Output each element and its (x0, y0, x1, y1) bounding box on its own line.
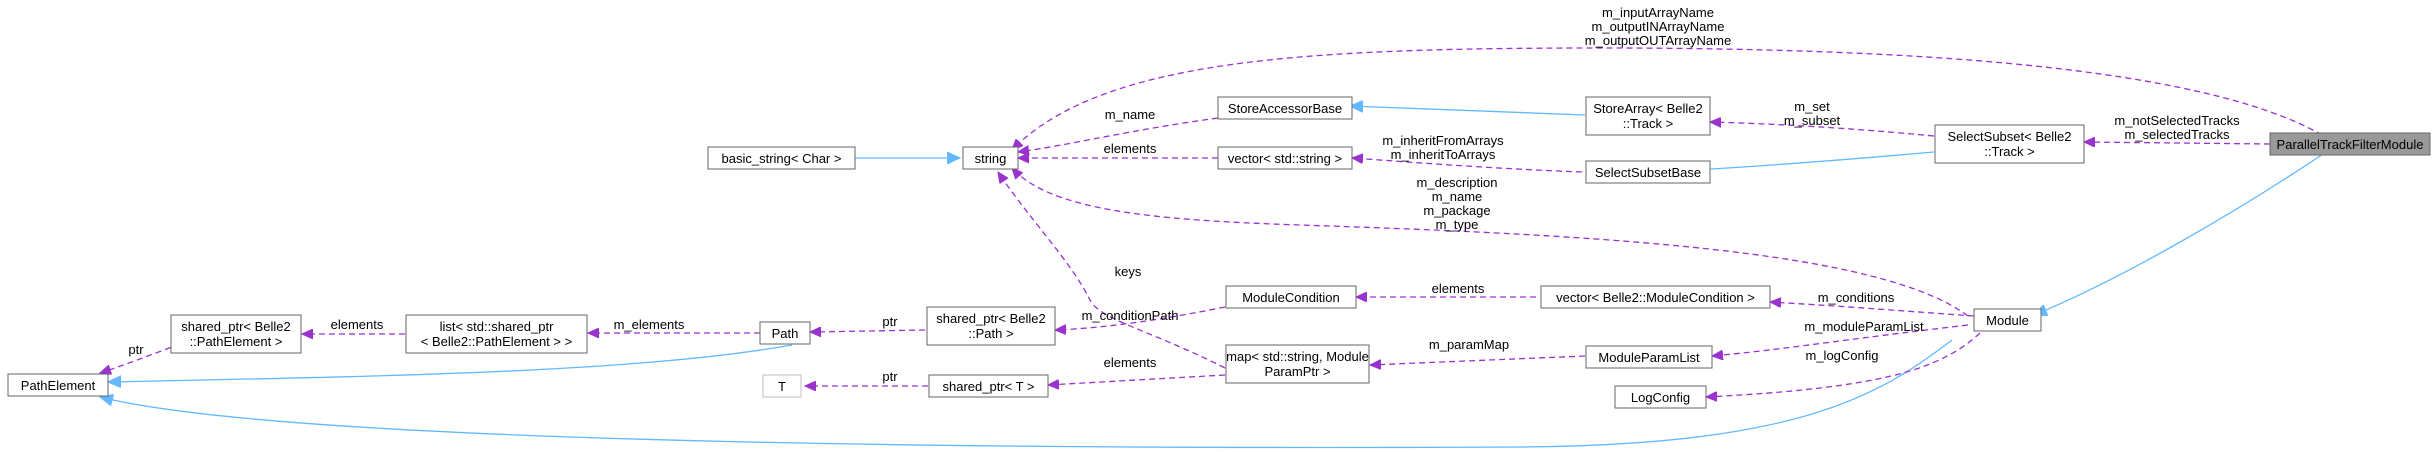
node-log-config[interactable]: LogConfig (1614, 385, 1707, 409)
node-module-condition[interactable]: ModuleCondition (1225, 285, 1357, 309)
label-ptr-path: ptr (882, 314, 898, 329)
node-parallel-track-filter-module[interactable]: ParallelTrackFilterModule (2269, 132, 2431, 156)
svg-text:Path: Path (772, 326, 799, 341)
node-store-accessor-base[interactable]: StoreAccessorBase (1217, 96, 1353, 120)
svg-text:list< std::shared_ptr: list< std::shared_ptr (440, 319, 554, 334)
edge-param-map (1370, 355, 1586, 365)
edge-ptr-path (810, 330, 926, 332)
label-module-param-list: m_moduleParamList (1804, 319, 1924, 334)
node-vector-string[interactable]: vector< std::string > (1217, 146, 1353, 170)
edge-m-name (1018, 117, 1219, 152)
node-select-subset-base[interactable]: SelectSubsetBase (1585, 160, 1711, 184)
node-list-shared-ptr[interactable]: list< std::shared_ptr < Belle2::PathElem… (405, 314, 588, 354)
node-string[interactable]: string (962, 146, 1019, 170)
node-shared-ptr-path-element[interactable]: shared_ptr< Belle2 ::PathElement > (170, 314, 302, 354)
svg-text:Module: Module (1986, 313, 2029, 328)
node-shared-ptr-path[interactable]: shared_ptr< Belle2 ::Path > (926, 306, 1056, 346)
edge-module-strings (1012, 168, 1969, 317)
svg-text:vector< std::string >: vector< std::string > (1228, 151, 1342, 166)
svg-text:ModuleParamList: ModuleParamList (1598, 350, 1700, 365)
label-param-map: m_paramMap (1429, 337, 1509, 352)
node-store-array-track[interactable]: StoreArray< Belle2 ::Track > (1585, 96, 1711, 136)
svg-text:PathElement: PathElement (21, 378, 96, 393)
svg-text:::Track >: ::Track > (1984, 144, 2034, 159)
node-module[interactable]: Module (1973, 308, 2042, 332)
node-path-element[interactable]: PathElement (7, 373, 109, 397)
label-elements-vector: elements (1104, 141, 1157, 156)
edge-module-to-path-element (100, 339, 1953, 449)
edge-selected-tracks (2084, 142, 2271, 144)
label-m-name: m_name (1105, 107, 1156, 122)
edge-ptr-element (100, 343, 181, 373)
label-set-subset-1: m_set (1794, 99, 1830, 114)
edges (100, 47, 2327, 449)
svg-text:shared_ptr< Belle2: shared_ptr< Belle2 (181, 319, 291, 334)
node-basic-string[interactable]: basic_string< Char > (707, 146, 856, 170)
svg-text:< Belle2::PathElement > >: < Belle2::PathElement > > (421, 334, 572, 349)
node-shared-ptr-t[interactable]: shared_ptr< T > (928, 374, 1049, 398)
edge-module-to-parallel-track-filter-module (2034, 151, 2327, 315)
svg-text:StoreAccessorBase: StoreAccessorBase (1228, 101, 1342, 116)
edge-module-param-list (1712, 324, 1969, 356)
label-input-array-names-3: m_outputOUTArrayName (1585, 33, 1731, 48)
svg-text:shared_ptr< T >: shared_ptr< T > (942, 379, 1034, 394)
svg-text:map< std::string, Module: map< std::string, Module (1226, 349, 1369, 364)
edge-keys (998, 172, 1226, 369)
edge-condition-path (1055, 306, 1226, 330)
label-module-strings-2: m_name (1432, 189, 1483, 204)
edge-set-subset (1710, 122, 1935, 137)
svg-text:::PathElement >: ::PathElement > (190, 334, 283, 349)
svg-text:shared_ptr< Belle2: shared_ptr< Belle2 (936, 311, 1046, 326)
label-set-subset-2: m_subset (1784, 113, 1841, 128)
edge-path-to-path-element (108, 344, 793, 382)
label-inherit-arrays-1: m_inheritFromArrays (1382, 133, 1504, 148)
label-elements-conditions: elements (1432, 281, 1485, 296)
label-selected-tracks-1: m_notSelectedTracks (2114, 113, 2240, 128)
node-vector-module-condition[interactable]: vector< Belle2::ModuleCondition > (1540, 285, 1771, 309)
label-inherit-arrays-2: m_inheritToArrays (1391, 147, 1496, 162)
label-elements-map: elements (1104, 355, 1157, 370)
label-condition-path: m_conditionPath (1082, 308, 1179, 323)
svg-text:StoreArray< Belle2: StoreArray< Belle2 (1593, 101, 1702, 116)
edge-inherit-arrays (1352, 158, 1583, 173)
label-selected-tracks-2: m_selectedTracks (2125, 127, 2230, 142)
svg-text:::Path >: ::Path > (968, 326, 1013, 341)
label-ptr-element: ptr (128, 342, 144, 357)
svg-text:vector< Belle2::ModuleConditio: vector< Belle2::ModuleCondition > (1556, 290, 1755, 305)
label-keys: keys (1115, 264, 1142, 279)
svg-text:ParamPtr >: ParamPtr > (1264, 364, 1330, 379)
node-module-param-list[interactable]: ModuleParamList (1585, 345, 1713, 369)
node-path[interactable]: Path (759, 321, 811, 345)
edge-labels: m_inputArrayName m_outputINArrayName m_o… (128, 5, 2240, 384)
label-input-array-names-2: m_outputINArrayName (1592, 19, 1725, 34)
label-module-strings-4: m_type (1436, 217, 1479, 232)
node-map-string-param[interactable]: map< std::string, Module ParamPtr > (1225, 344, 1370, 384)
svg-text:ModuleCondition: ModuleCondition (1242, 290, 1340, 305)
label-module-strings-1: m_description (1417, 175, 1498, 190)
svg-text:string: string (975, 151, 1007, 166)
svg-text:T: T (778, 379, 786, 394)
label-input-array-names-1: m_inputArrayName (1602, 5, 1714, 20)
label-m-elements: m_elements (614, 317, 685, 332)
svg-text:::Track >: ::Track > (1623, 116, 1673, 131)
edge-store-array-to-store-accessor-base (1350, 106, 1586, 116)
svg-text:LogConfig: LogConfig (1631, 390, 1690, 405)
label-m-conditions: m_conditions (1818, 290, 1895, 305)
svg-text:basic_string< Char >: basic_string< Char > (722, 151, 842, 166)
label-log-config: m_logConfig (1806, 348, 1879, 363)
node-select-subset-track[interactable]: SelectSubset< Belle2 ::Track > (1934, 124, 2085, 164)
svg-text:ParallelTrackFilterModule: ParallelTrackFilterModule (2277, 137, 2424, 152)
edge-input-array-names (1012, 47, 2323, 150)
edge-elements-map (1048, 374, 1226, 385)
node-t[interactable]: T (762, 374, 802, 398)
label-module-strings-3: m_package (1423, 203, 1490, 218)
label-elements-list: elements (331, 317, 384, 332)
edge-log-config (1706, 332, 1981, 397)
label-ptr-t: ptr (882, 369, 898, 384)
svg-text:SelectSubset< Belle2: SelectSubset< Belle2 (1948, 129, 2072, 144)
nodes: ParallelTrackFilterModule SelectSubset< … (7, 96, 2431, 409)
svg-text:SelectSubsetBase: SelectSubsetBase (1595, 165, 1701, 180)
